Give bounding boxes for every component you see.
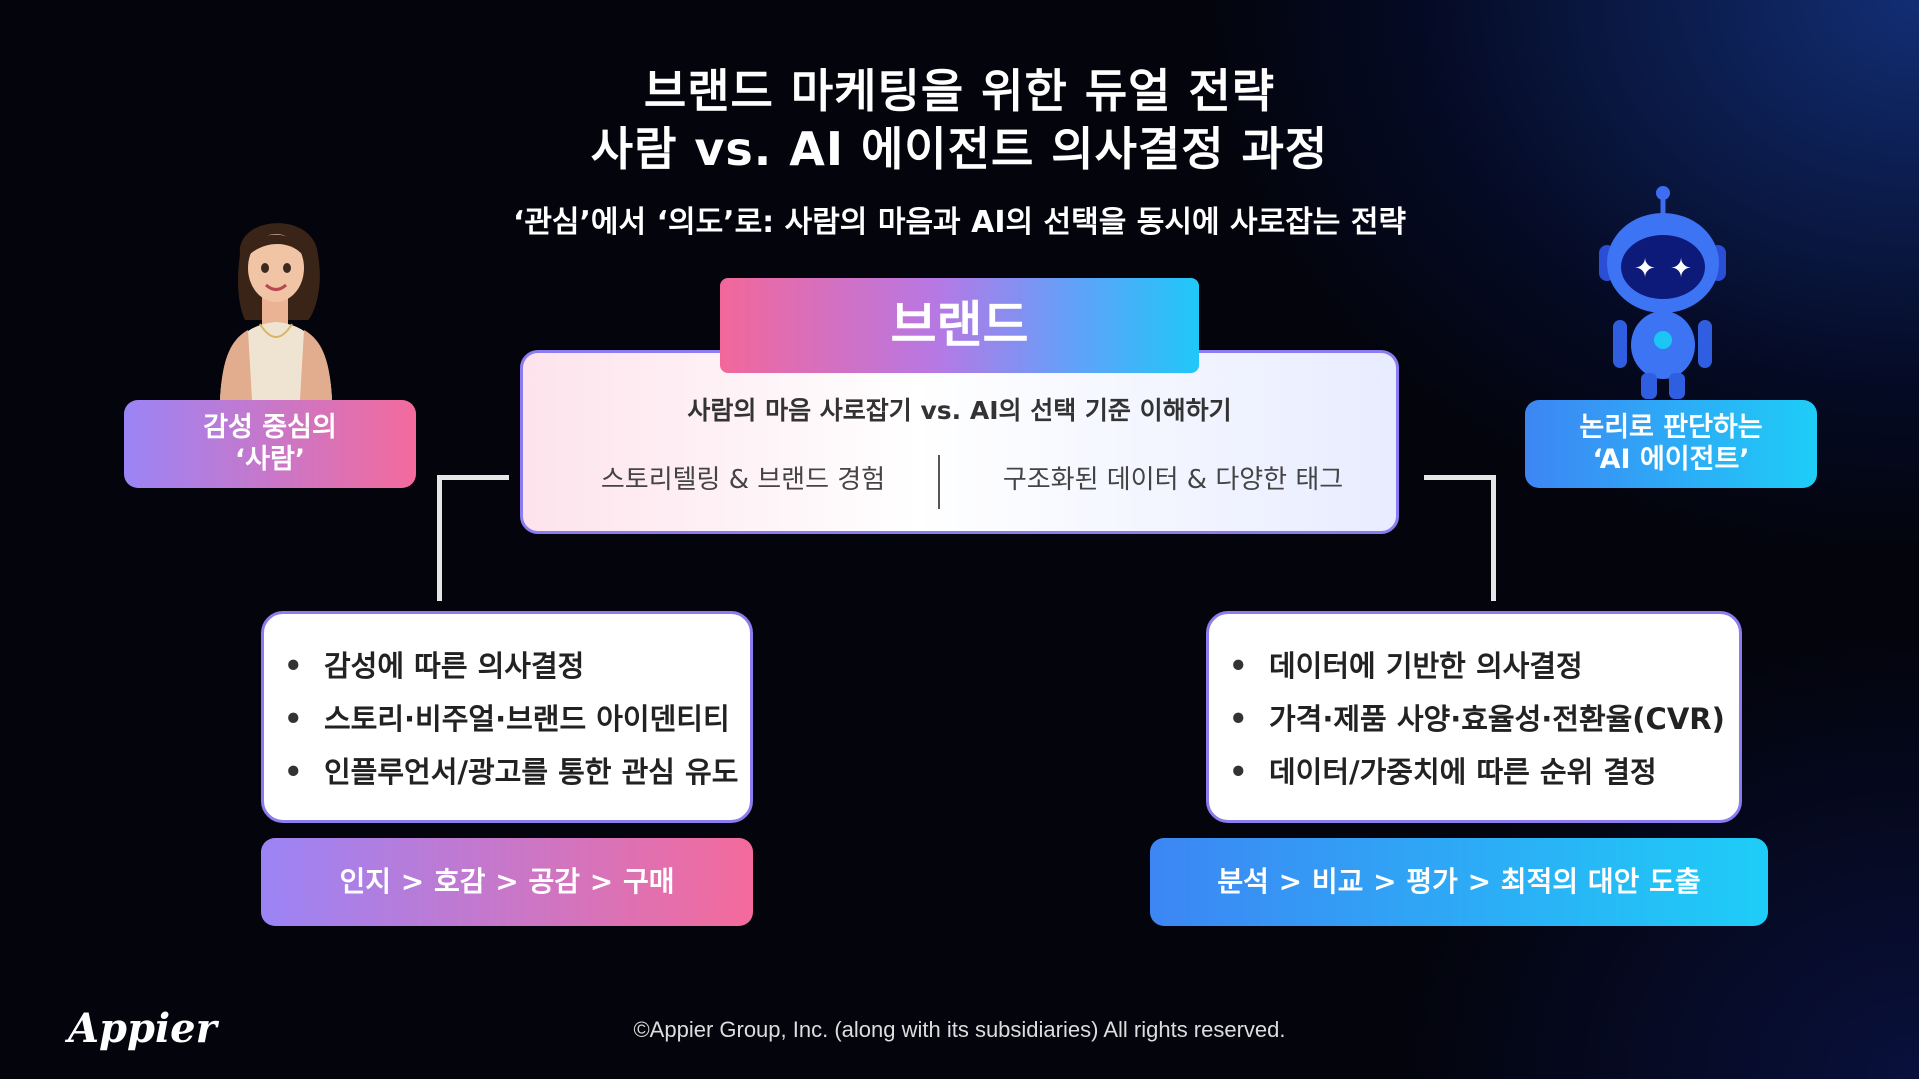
list-item: 가격·제품 사양·효율성·전환율(CVR): [1209, 693, 1739, 746]
list-item: 인플루언서/광고를 통한 관심 유도: [264, 746, 750, 799]
connector-right-vertical: [1491, 475, 1496, 601]
list-item: 데이터에 기반한 의사결정: [1209, 640, 1739, 693]
ai-label-line2: ‘AI 에이전트’: [1592, 444, 1750, 475]
brand-divider: [938, 455, 940, 509]
connector-left-vertical: [437, 475, 442, 601]
human-label-line2: ‘사람’: [234, 444, 306, 475]
connector-right-horizontal: [1424, 475, 1496, 480]
svg-text:✦: ✦: [1670, 254, 1692, 284]
appier-logo: Appier: [68, 1005, 217, 1052]
woman-avatar-icon: [220, 223, 332, 400]
ai-label-line1: 논리로 판단하는: [1579, 412, 1763, 443]
title-line-2: 사람 vs. AI 에이전트 의사결정 과정: [590, 122, 1329, 176]
list-item: 데이터/가중치에 따른 순위 결정: [1209, 746, 1739, 799]
brand-header: 브랜드: [720, 278, 1199, 373]
human-flow: 인지 > 호감 > 공감 > 구매: [261, 838, 753, 926]
connector-left-horizontal: [437, 475, 509, 480]
svg-text:✦: ✦: [1634, 254, 1656, 284]
ai-label: 논리로 판단하는 ‘AI 에이전트’: [1525, 400, 1817, 488]
copyright: ©Appier Group, Inc. (along with its subs…: [633, 1017, 1286, 1042]
human-label-line1: 감성 중심의: [203, 412, 337, 443]
brand-right-item: 구조화된 데이터 & 다양한 태그: [1002, 465, 1344, 495]
subtitle: ‘관심’에서 ‘의도’로: 사람의 마음과 AI의 선택을 동시에 사로잡는 전…: [512, 205, 1407, 240]
list-item: 스토리·비주얼·브랜드 아이덴티티: [264, 693, 750, 746]
title-line-1: 브랜드 마케팅을 위한 듀얼 전략: [643, 64, 1276, 118]
ai-list-box: 데이터에 기반한 의사결정 가격·제품 사양·효율성·전환율(CVR) 데이터/…: [1206, 611, 1742, 823]
brand-box: 사람의 마음 사로잡기 vs. AI의 선택 기준 이해하기 스토리텔링 & 브…: [520, 350, 1399, 534]
list-item: 감성에 따른 의사결정: [264, 640, 750, 693]
brand-left-item: 스토리텔링 & 브랜드 경험: [600, 465, 886, 495]
ai-flow: 분석 > 비교 > 평가 > 최적의 대안 도출: [1150, 838, 1768, 926]
human-list-box: 감성에 따른 의사결정 스토리·비주얼·브랜드 아이덴티티 인플루언서/광고를 …: [261, 611, 753, 823]
human-label: 감성 중심의 ‘사람’: [124, 400, 416, 488]
robot-avatar-icon: ✦ ✦: [1599, 186, 1726, 399]
brand-question: 사람의 마음 사로잡기 vs. AI의 선택 기준 이해하기: [687, 396, 1232, 425]
